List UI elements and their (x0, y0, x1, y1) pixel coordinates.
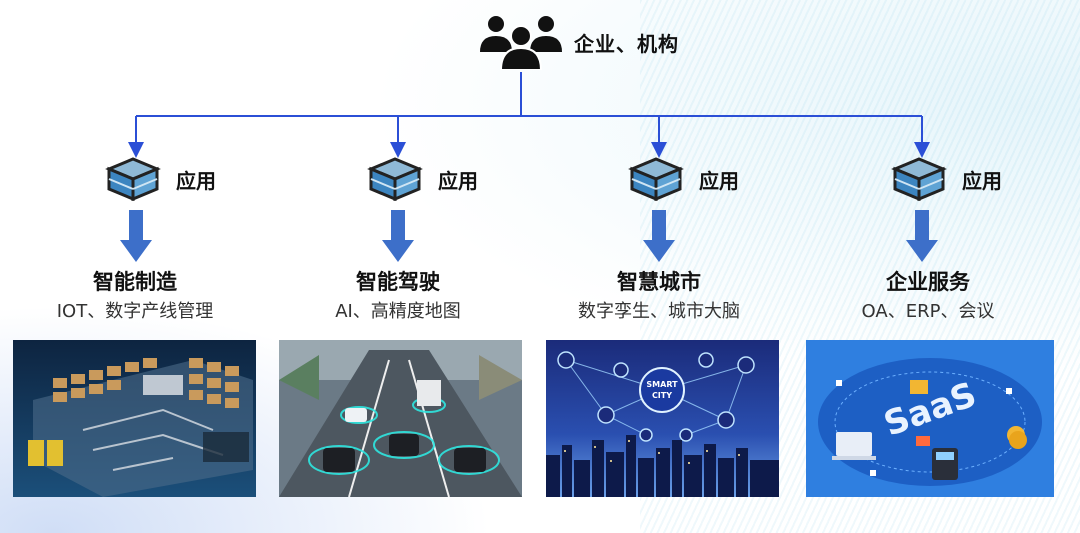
down-arrow-icon (643, 210, 675, 262)
app-label-4: 应用 (962, 168, 1002, 193)
smart-city-image: SMART CITY (546, 340, 779, 497)
category-subtitle-2: AI、高精度地图 (335, 301, 461, 322)
smart-city-text-1: SMART (646, 380, 678, 389)
autonomous-driving-image (279, 340, 522, 497)
top-label: 企业、机构 (574, 31, 679, 56)
users-group-icon (480, 16, 562, 70)
down-arrow-icon (906, 210, 938, 262)
app-node-3: 应用 (627, 157, 739, 201)
app-node-4: 应用 (890, 157, 1002, 201)
cube-icon (367, 157, 423, 201)
smart-city-text-2: CITY (652, 391, 672, 400)
cube-icon (105, 157, 161, 201)
cube-icon (628, 157, 684, 201)
app-node-1: 应用 (104, 157, 216, 201)
category-subtitle-4: OA、ERP、会议 (861, 301, 995, 322)
category-title-4: 企业服务 (886, 270, 970, 294)
app-node-2: 应用 (366, 157, 478, 201)
down-arrow-icon (120, 210, 152, 262)
app-label-1: 应用 (176, 168, 216, 193)
saas-image: SaaS (806, 340, 1054, 497)
category-subtitle-1: IOT、数字产线管理 (56, 301, 214, 322)
down-arrow-icon (382, 210, 414, 262)
top-node: 企业、机构 (478, 14, 679, 70)
cube-icon (891, 157, 947, 201)
app-label-2: 应用 (438, 168, 478, 193)
warehouse-3d-image (13, 340, 256, 497)
app-label-3: 应用 (699, 168, 739, 193)
category-title-1: 智能制造 (93, 270, 177, 294)
category-title-2: 智能驾驶 (356, 270, 440, 294)
category-subtitle-3: 数字孪生、城市大脑 (578, 301, 740, 322)
category-title-3: 智慧城市 (617, 270, 701, 294)
